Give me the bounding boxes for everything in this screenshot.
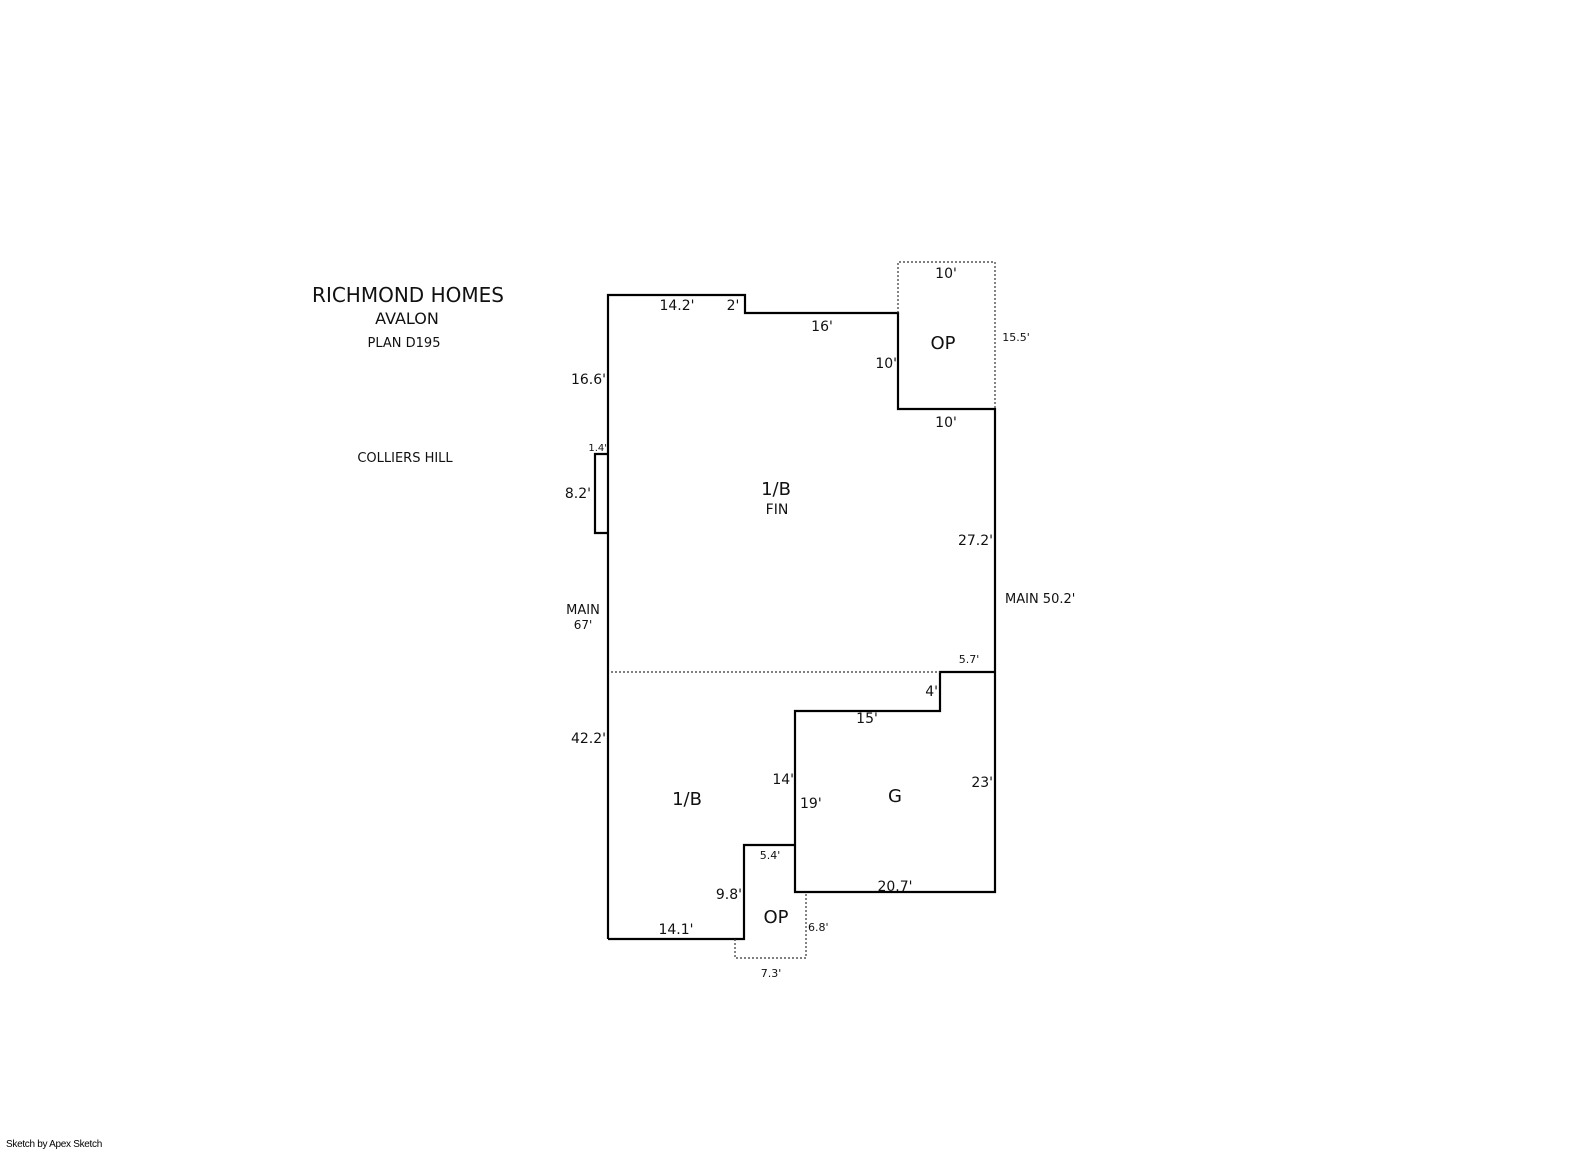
room-sublabel-fin: FIN bbox=[766, 502, 789, 518]
builder-name: RICHMOND HOMES bbox=[312, 283, 504, 307]
dim-bump-width: 1.4' bbox=[588, 443, 607, 454]
room-label-garage: G bbox=[888, 786, 902, 807]
dim-bump-height: 8.2' bbox=[565, 486, 591, 502]
dim-main-right: MAIN 50.2' bbox=[1005, 592, 1075, 607]
lower-porch-outline bbox=[734, 892, 807, 959]
dotted-lines bbox=[611, 261, 996, 959]
dim-porch-right: 15.5' bbox=[1002, 331, 1030, 344]
dim-left-lower: 42.2' bbox=[571, 731, 606, 747]
dim-top-step: 2' bbox=[727, 298, 740, 314]
plan-number: PLAN D195 bbox=[368, 336, 441, 351]
dim-garage-right: 23' bbox=[971, 775, 993, 791]
upper-outline bbox=[606, 293, 997, 939]
dim-porch-left: 10' bbox=[875, 356, 897, 372]
dim-porch-top: 10' bbox=[935, 266, 957, 282]
dim-op-top: 5.4' bbox=[760, 849, 781, 862]
dim-garage-left-outer: 14' bbox=[772, 772, 794, 788]
upper-porch-outline bbox=[897, 261, 996, 409]
dim-op-bottom: 7.3' bbox=[761, 967, 782, 980]
bay-bump bbox=[593, 452, 608, 535]
dim-top-mid: 16' bbox=[811, 319, 833, 335]
model-name: AVALON bbox=[375, 309, 439, 328]
dim-porch-bottom: 10' bbox=[935, 415, 957, 431]
room-label-lower-porch: OP bbox=[763, 907, 788, 928]
dim-step-width: 5.7' bbox=[959, 653, 980, 666]
walls bbox=[593, 293, 997, 941]
dim-op-right: 6.8' bbox=[808, 921, 829, 934]
lower-left-outline bbox=[608, 843, 795, 941]
room-label-upper-main: 1/B bbox=[761, 479, 791, 500]
software-credit: Sketch by Apex Sketch bbox=[6, 1139, 102, 1150]
community-name: COLLIERS HILL bbox=[357, 451, 453, 466]
dim-bottom-left: 14.1' bbox=[658, 922, 693, 938]
dim-main-left-label: MAIN bbox=[566, 603, 600, 618]
dim-garage-bottom: 20.7' bbox=[877, 879, 912, 895]
room-label-upper-porch: OP bbox=[930, 333, 955, 354]
dim-top-left: 14.2' bbox=[659, 298, 694, 314]
dim-right-upper: 27.2' bbox=[958, 533, 993, 549]
dim-garage-left-inner: 19' bbox=[800, 796, 822, 812]
dim-main-left-value: 67' bbox=[574, 618, 593, 632]
dim-garage-top: 15' bbox=[856, 711, 878, 727]
room-label-lower-main: 1/B bbox=[672, 789, 702, 810]
dim-op-left: 9.8' bbox=[716, 887, 742, 903]
dim-left-upper: 16.6' bbox=[571, 372, 606, 388]
dim-step-height: 4' bbox=[925, 684, 938, 700]
